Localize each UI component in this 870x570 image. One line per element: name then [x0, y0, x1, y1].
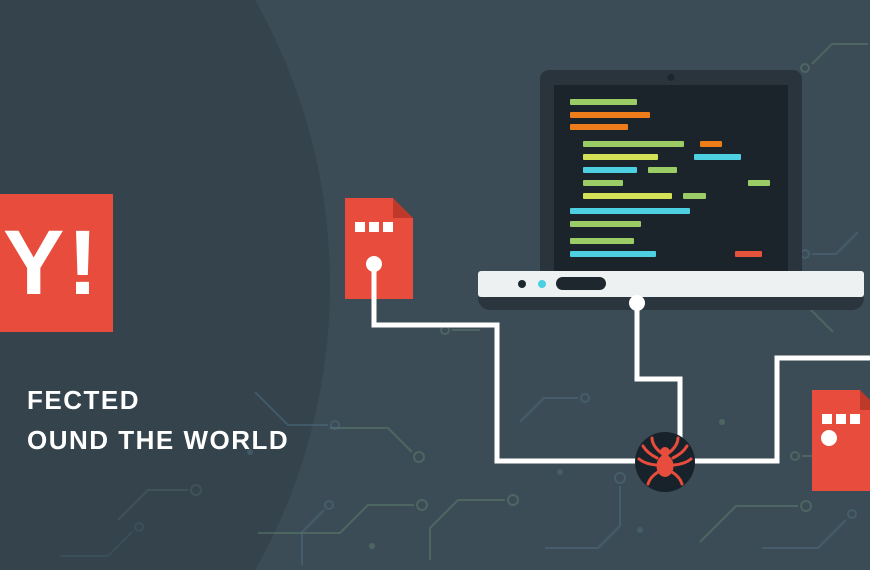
title-badge-text: Y! — [3, 212, 101, 314]
status-led — [538, 280, 546, 288]
code-line-bar — [570, 221, 641, 227]
code-line-bar — [648, 167, 677, 173]
code-line-bar — [570, 124, 628, 130]
power-led — [518, 280, 526, 288]
code-line-bar — [694, 154, 741, 160]
headline-line-1: FECTED — [27, 385, 140, 415]
malware-spider-icon — [635, 432, 695, 492]
headline-line-2: OUND THE WORLD — [27, 425, 290, 455]
code-line-bar — [583, 167, 637, 173]
document-icon — [345, 198, 413, 299]
connection-node — [366, 256, 382, 272]
code-line-bar — [570, 112, 650, 118]
laptop-base-bottom — [478, 297, 864, 310]
code-line-bar — [583, 154, 658, 160]
laptop-base — [478, 271, 864, 297]
code-line-bar — [583, 180, 623, 186]
document-text-blocks — [822, 414, 860, 424]
spider-glyph — [637, 436, 693, 486]
headline: FECTED OUND THE WORLD — [27, 380, 289, 460]
code-line-bar — [700, 141, 722, 147]
code-line-bar — [570, 99, 637, 105]
code-line-bar — [583, 141, 684, 147]
code-line-bar — [735, 251, 762, 257]
trackpad — [556, 277, 606, 290]
code-editor-screen — [554, 85, 788, 272]
document-text-blocks — [355, 222, 393, 232]
code-line-bar — [683, 193, 706, 199]
code-line-bar — [583, 193, 672, 199]
code-line-bar — [570, 238, 634, 244]
laptop-screen — [540, 70, 802, 272]
code-line-bar — [748, 180, 770, 186]
code-line-bar — [570, 208, 690, 214]
title-badge: Y! — [0, 194, 113, 332]
connection-node — [821, 430, 837, 446]
connection-node — [629, 295, 645, 311]
code-line-bar — [570, 251, 656, 257]
webcam-dot — [667, 74, 675, 81]
connector-line-doc1-to-spider — [371, 264, 645, 464]
